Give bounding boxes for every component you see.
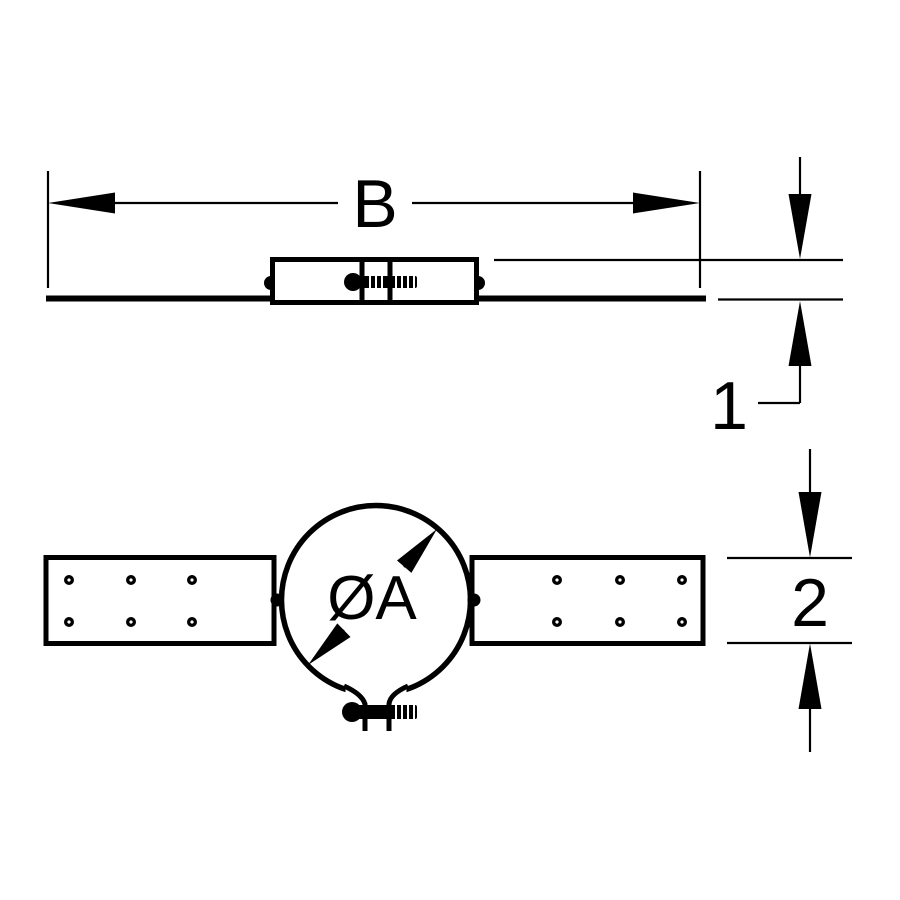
bolt-head-plan (342, 702, 362, 722)
tension-bolt-side (344, 260, 417, 302)
dimension-2: 2 (727, 449, 852, 752)
strap-holes-right (552, 575, 687, 627)
plan-view: ØA 2 (43, 449, 852, 752)
support-strap-left-plan (43, 555, 277, 646)
strap-holes-left (64, 575, 197, 627)
dim-2-arrow-down-icon (798, 492, 822, 558)
dim-1-label: 1 (710, 368, 748, 444)
diameter-label: ØA (327, 564, 417, 633)
diameter-arrow-upper-icon (397, 529, 437, 573)
band-flange-left-plan (342, 683, 368, 731)
bolt-threads-side (369, 274, 415, 290)
dim-2-label: 2 (791, 565, 829, 641)
dim-b-arrow-right-icon (633, 192, 700, 214)
tension-bolt-plan (342, 683, 417, 731)
side-view: B 1 (46, 157, 843, 444)
diameter-dimension: ØA (308, 529, 437, 665)
dimension-b: B (46, 166, 702, 288)
dim-2-arrow-up-icon (798, 643, 822, 709)
dim-1-arrow-down-icon (788, 194, 812, 259)
bolt-shaft-plan (352, 705, 417, 719)
dimension-1: 1 (494, 157, 843, 444)
bolt-threads-plan (395, 703, 415, 721)
weld-dot-plan-right (467, 593, 481, 607)
dim-1-arrow-up-icon (788, 301, 812, 366)
weld-dot-plan-left (270, 593, 284, 607)
support-strap-right-plan (469, 555, 706, 646)
band-flange-right-plan (386, 683, 410, 731)
dim-b-arrow-left-icon (48, 192, 115, 214)
bolt-head-side (344, 273, 362, 291)
dim-b-label: B (352, 166, 397, 242)
diameter-arrow-lower-icon (308, 623, 351, 665)
